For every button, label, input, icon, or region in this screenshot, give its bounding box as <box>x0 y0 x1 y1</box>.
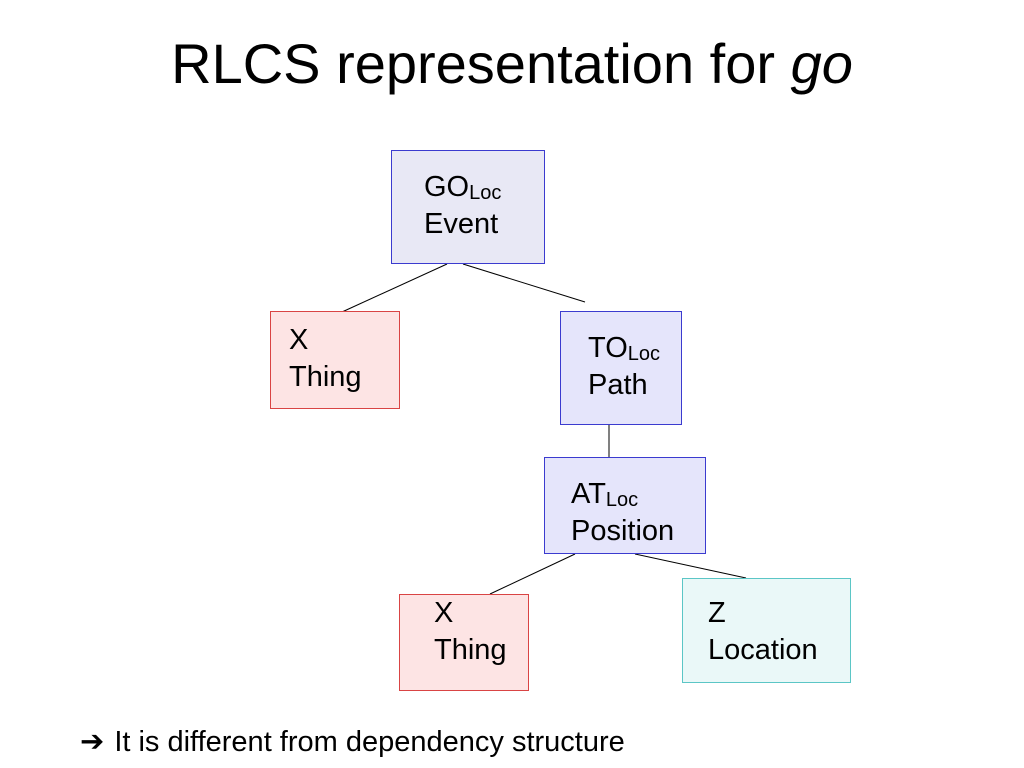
node-at-head: ATLoc <box>571 476 674 513</box>
edge-position-to-thing <box>489 553 576 595</box>
node-go-event: GOLoc Event <box>391 150 545 264</box>
node-to-head: TOLoc <box>588 330 660 367</box>
node-x-thing-2: X Thing <box>399 594 529 691</box>
node-z-type: Location <box>708 634 818 666</box>
footnote-text: It is different from dependency structur… <box>114 726 625 758</box>
node-x2-head: X <box>434 597 454 629</box>
slide-title: RLCS representation for go <box>0 28 1024 100</box>
edge-position-to-location <box>634 553 747 579</box>
footnote: ➔ It is different from dependency structu… <box>80 722 625 762</box>
node-to-head-text: TO <box>588 332 628 364</box>
node-at-type: Position <box>571 515 675 547</box>
node-go-subscript: Loc <box>469 182 502 204</box>
title-emphasis: go <box>790 32 853 95</box>
node-at-head-text: AT <box>571 478 606 510</box>
node-z-location: Z Location <box>682 578 851 683</box>
node-x-type: Thing <box>289 361 362 393</box>
right-arrow-icon: ➔ <box>80 726 105 758</box>
node-x-head: X <box>289 324 309 356</box>
node-go-type: Event <box>424 208 499 240</box>
node-x2-type: Thing <box>434 634 507 666</box>
node-at-subscript: Loc <box>605 489 639 511</box>
edge-root-to-subject <box>341 263 448 313</box>
title-text: RLCS representation for <box>171 32 791 95</box>
node-x-thing: X Thing <box>270 311 400 409</box>
node-go-head-text: GO <box>424 171 470 203</box>
node-to-path: TOLoc Path <box>560 311 682 425</box>
node-at-position: ATLoc Position <box>544 457 706 554</box>
edge-root-to-path <box>462 263 586 303</box>
node-go-head: GOLoc <box>424 169 501 206</box>
node-z-head: Z <box>708 597 726 629</box>
node-to-type: Path <box>588 369 648 401</box>
node-to-subscript: Loc <box>627 343 660 365</box>
